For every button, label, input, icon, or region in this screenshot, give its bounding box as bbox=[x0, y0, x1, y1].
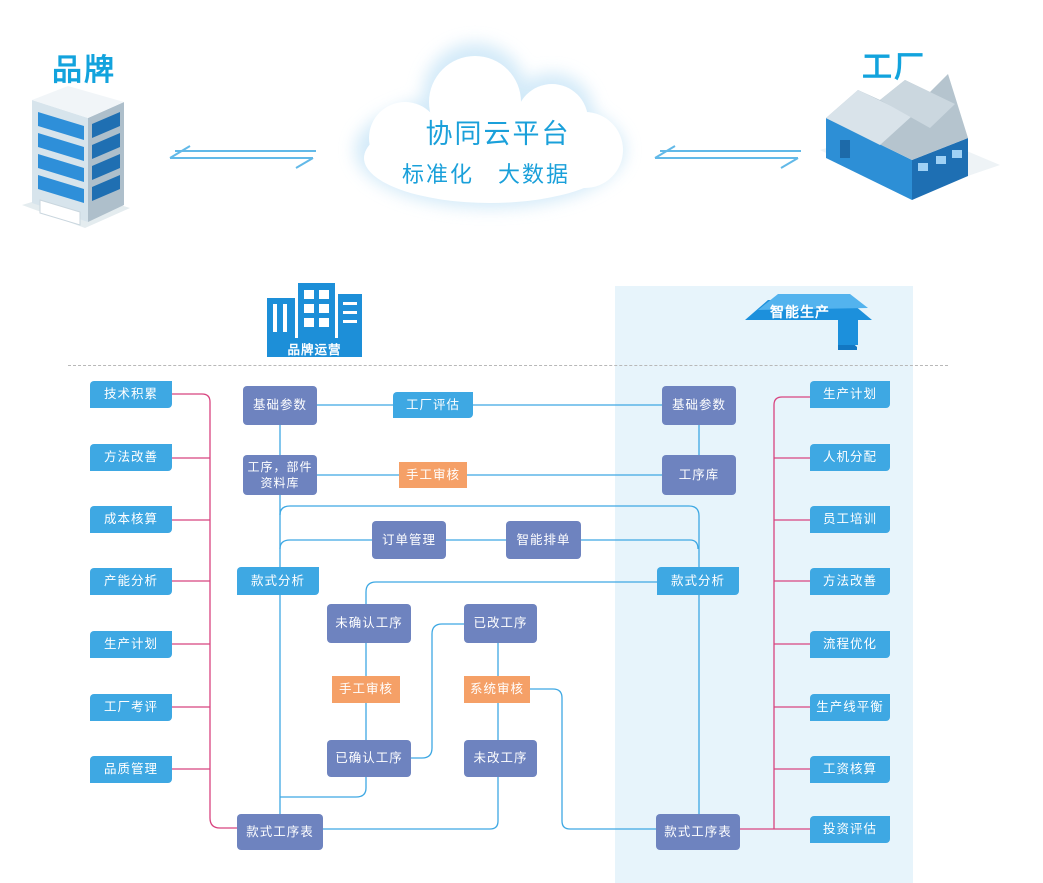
smart-scheduling-node[interactable]: 智能排单 bbox=[506, 521, 581, 559]
brand-title: 品牌 bbox=[52, 53, 116, 88]
left-item-factory-evaluation[interactable]: 工厂考评 bbox=[90, 694, 172, 721]
right-item-manmachine-alloc[interactable]: 人机分配 bbox=[810, 444, 890, 471]
smart-production-badge: 智能生产 bbox=[770, 305, 830, 321]
style-process-table-left-node[interactable]: 款式工序表 bbox=[237, 814, 323, 850]
process-db-node[interactable]: 工序库 bbox=[662, 455, 736, 495]
cloud-title: 协同云平台 bbox=[425, 119, 571, 150]
factory-basic-params-node[interactable]: 基础参数 bbox=[662, 386, 736, 425]
left-item-cost-accounting[interactable]: 成本核算 bbox=[90, 506, 172, 533]
right-item-wage-accounting[interactable]: 工资核算 bbox=[810, 756, 890, 783]
confirmed-process-node[interactable]: 已确认工序 bbox=[327, 740, 411, 777]
style-analysis-right-node[interactable]: 款式分析 bbox=[657, 567, 739, 595]
process-parts-db-node[interactable]: 工序，部件 资料库 bbox=[243, 455, 317, 495]
left-item-quality-mgmt[interactable]: 品质管理 bbox=[90, 756, 172, 783]
factory-title: 工厂 bbox=[862, 50, 926, 85]
brand-basic-params-node[interactable]: 基础参数 bbox=[243, 386, 317, 425]
section-divider bbox=[68, 365, 948, 366]
right-item-process-optimize[interactable]: 流程优化 bbox=[810, 631, 890, 658]
unconfirmed-process-node[interactable]: 未确认工序 bbox=[327, 604, 411, 643]
right-item-staff-training[interactable]: 员工培训 bbox=[810, 506, 890, 533]
left-item-capacity-analysis[interactable]: 产能分析 bbox=[90, 568, 172, 595]
style-process-table-right-node[interactable]: 款式工序表 bbox=[656, 814, 740, 850]
left-item-tech-accumulation[interactable]: 技术积累 bbox=[90, 381, 172, 408]
left-item-production-plan[interactable]: 生产计划 bbox=[90, 631, 172, 658]
cloud-subtitle: 标准化 大数据 bbox=[401, 163, 570, 188]
right-item-investment-eval[interactable]: 投资评估 bbox=[810, 816, 890, 843]
brand-ops-badge: 品牌运营 bbox=[287, 342, 342, 357]
right-item-line-balance[interactable]: 生产线平衡 bbox=[810, 694, 890, 721]
unchanged-process-node[interactable]: 未改工序 bbox=[464, 740, 537, 777]
changed-process-node[interactable]: 已改工序 bbox=[464, 604, 537, 643]
left-bracket-connector bbox=[172, 393, 237, 829]
style-analysis-left-node[interactable]: 款式分析 bbox=[237, 567, 319, 595]
manual-review-top-node[interactable]: 手工审核 bbox=[399, 462, 467, 488]
order-mgmt-node[interactable]: 订单管理 bbox=[372, 521, 446, 559]
right-item-production-plan[interactable]: 生产计划 bbox=[810, 381, 890, 408]
system-review-node[interactable]: 系统审核 bbox=[464, 676, 530, 703]
right-item-method-improvement[interactable]: 方法改善 bbox=[810, 568, 890, 595]
manual-review-mid-node[interactable]: 手工审核 bbox=[332, 676, 400, 703]
left-item-method-improvement[interactable]: 方法改善 bbox=[90, 444, 172, 471]
factory-eval-node[interactable]: 工厂评估 bbox=[393, 392, 473, 418]
